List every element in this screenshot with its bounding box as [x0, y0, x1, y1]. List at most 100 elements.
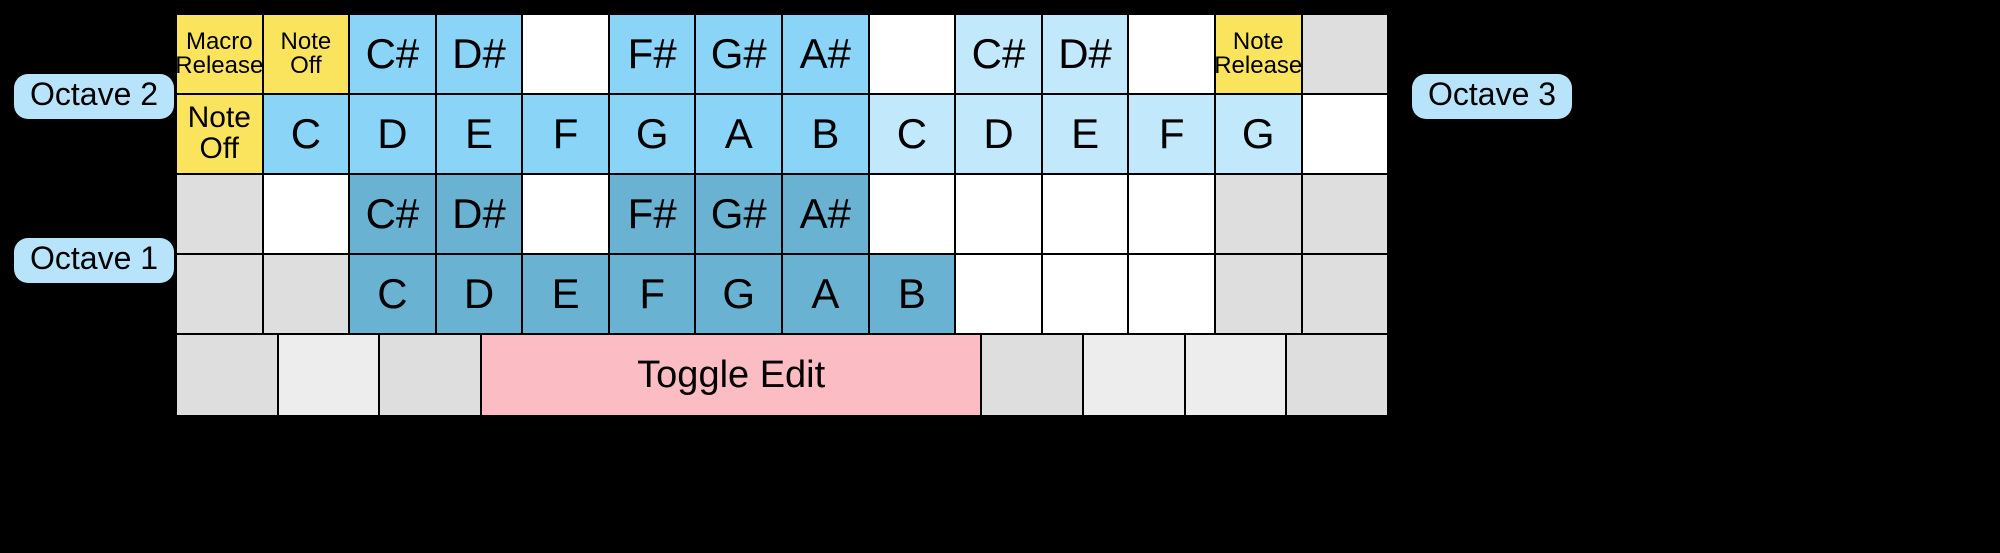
- key-e-r2c4[interactable]: E: [436, 95, 524, 175]
- key-label: F: [639, 269, 665, 317]
- key-e-r2c11[interactable]: E: [1042, 95, 1130, 175]
- key-blank-r1c5: [523, 15, 610, 95]
- key-blank-r3c2: [263, 175, 351, 255]
- key-label: A: [724, 109, 753, 157]
- key-blank-r5c7: [1185, 335, 1288, 415]
- octave-1-label: Octave 1: [14, 238, 175, 283]
- key-blank-r4c11: [1042, 255, 1130, 335]
- octave-2-label: Octave 2: [14, 74, 175, 119]
- key-b-r2c8[interactable]: B: [783, 95, 870, 175]
- key-label-line1: Note: [280, 27, 332, 55]
- key-f-r2c5[interactable]: F: [523, 95, 610, 175]
- key-blank-r5c8: [1287, 335, 1388, 415]
- key-blank-r3c13: [1215, 175, 1303, 255]
- key-blank-r3c11: [1042, 175, 1130, 255]
- key-c-r2c2[interactable]: C: [263, 95, 351, 175]
- key-fsharp-r1c6[interactable]: F#: [609, 15, 697, 95]
- key-label-line2: Off: [290, 52, 322, 79]
- key-asharp-r1c8[interactable]: A#: [783, 15, 870, 95]
- key-blank-r1c14: [1302, 15, 1388, 95]
- key-blank-r3c14: [1302, 175, 1388, 255]
- key-label: A#: [799, 29, 852, 77]
- key-blank-r3c1: [177, 175, 264, 255]
- key-label: D: [377, 109, 408, 157]
- key-label-line1: Note: [187, 101, 251, 135]
- key-csharp-r1c10[interactable]: C#: [956, 15, 1043, 95]
- key-label: D: [463, 269, 495, 317]
- key-e-r4c5[interactable]: E: [523, 255, 610, 335]
- key-label: F#: [627, 189, 677, 237]
- key-row-function-row: Toggle Edit: [177, 335, 1388, 415]
- key-blank-r5c6: [1084, 335, 1186, 415]
- key-dsharp-r1c4[interactable]: D#: [436, 15, 524, 95]
- key-label: E: [551, 269, 580, 317]
- key-g-r2c6[interactable]: G: [609, 95, 697, 175]
- key-label: C: [896, 109, 928, 157]
- key-label: C#: [365, 189, 420, 237]
- key-blank-r4c12: [1129, 255, 1216, 335]
- key-d-r4c4[interactable]: D: [436, 255, 524, 335]
- key-dsharp-r1c11[interactable]: D#: [1042, 15, 1130, 95]
- key-csharp-r3c3[interactable]: C#: [350, 175, 437, 255]
- key-b-r4c9[interactable]: B: [869, 255, 957, 335]
- key-dsharp-r3c4[interactable]: D#: [436, 175, 524, 255]
- key-blank-r3c10: [956, 175, 1043, 255]
- key-fsharp-r3c6[interactable]: F#: [609, 175, 697, 255]
- key-gsharp-r1c7[interactable]: G#: [696, 15, 784, 95]
- key-g-r4c7[interactable]: G: [696, 255, 784, 335]
- key-csharp-r1c3[interactable]: C#: [350, 15, 437, 95]
- key-label: G#: [710, 189, 767, 237]
- key-label: D#: [452, 29, 506, 77]
- key-blank-r1c12: [1129, 15, 1216, 95]
- key-label: D: [983, 109, 1014, 157]
- key-label: G: [635, 109, 669, 157]
- key-asharp-r3c8[interactable]: A#: [783, 175, 870, 255]
- key-f-r2c12[interactable]: F: [1129, 95, 1216, 175]
- key-a-r2c7[interactable]: A: [696, 95, 784, 175]
- key-label: F: [1158, 109, 1185, 157]
- key-blank-r5c5: [982, 335, 1085, 415]
- key-blank-r5c2: [278, 335, 381, 415]
- key-blank-r5c3: [380, 335, 483, 415]
- key-label: G: [1241, 109, 1275, 157]
- key-d-r2c10[interactable]: D: [956, 95, 1043, 175]
- key-blank-r3c12: [1129, 175, 1216, 255]
- key-toggle-edit-r5c4[interactable]: Toggle Edit: [482, 335, 983, 415]
- key-blank-r4c14: [1302, 255, 1388, 335]
- key-blank-r4c2: [263, 255, 351, 335]
- key-label-line2: Release: [177, 52, 264, 79]
- key-label: F#: [627, 29, 677, 77]
- key-d-r2c3[interactable]: D: [350, 95, 437, 175]
- key-gsharp-r3c7[interactable]: G#: [696, 175, 784, 255]
- key-label: G: [722, 269, 756, 317]
- key-blank-r4c13: [1215, 255, 1303, 335]
- key-label: C#: [971, 29, 1026, 77]
- key-blank-r3c5: [523, 175, 610, 255]
- key-label: B: [811, 109, 840, 157]
- key-f-r4c6[interactable]: F: [609, 255, 697, 335]
- key-label-line2: Release: [1215, 52, 1303, 79]
- key-g-r2c13[interactable]: G: [1215, 95, 1303, 175]
- key-c-r2c9[interactable]: C: [869, 95, 957, 175]
- key-blank-r2c14: [1302, 95, 1388, 175]
- key-blank-r4c1: [177, 255, 264, 335]
- key-c-r4c3[interactable]: C: [350, 255, 437, 335]
- key-label: G#: [710, 29, 767, 77]
- key-label: D#: [452, 189, 506, 237]
- key-a-r4c8[interactable]: A: [783, 255, 870, 335]
- key-label: B: [897, 269, 926, 317]
- key-label: A#: [799, 189, 852, 237]
- key-row-octave1-black-keys: C# D# F# G# A#: [177, 175, 1388, 255]
